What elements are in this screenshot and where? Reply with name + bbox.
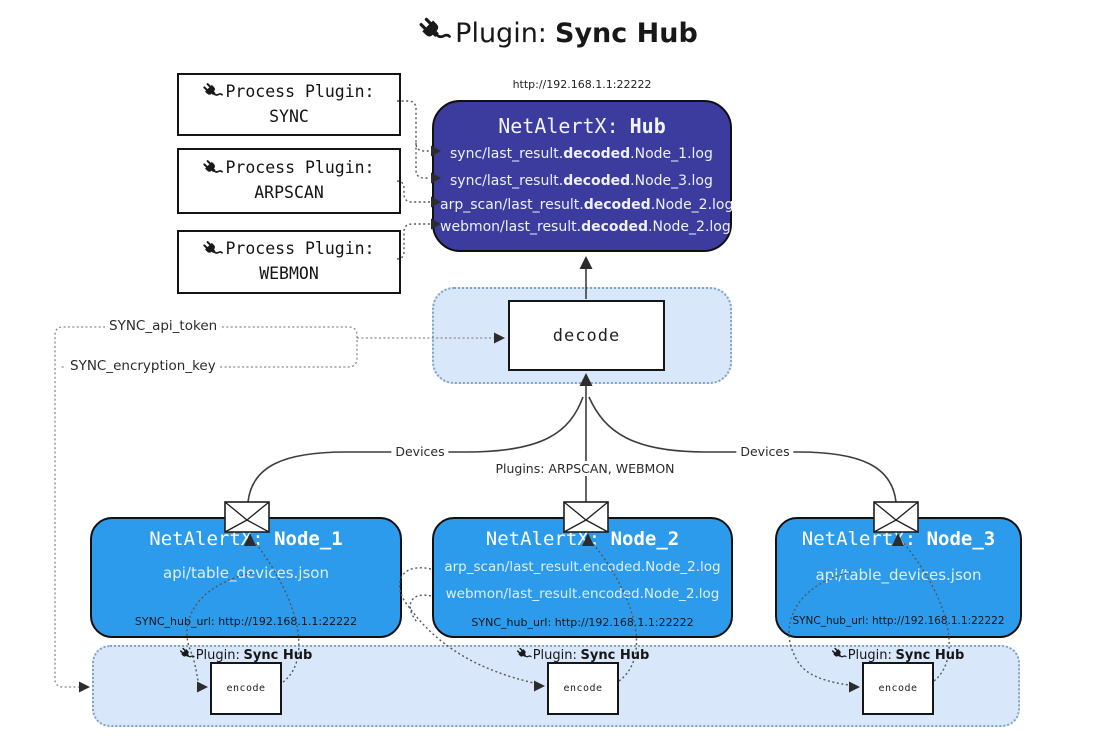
title-name: Sync Hub (555, 18, 698, 49)
edge-sync-to-hub-2 (415, 143, 430, 179)
sync-encryption-key-label: SYNC_encryption_key (66, 358, 220, 374)
process-plugin-webmon: Process Plugin: WEBMON (177, 230, 401, 294)
encoder-label-2: Plugin:Sync Hub (515, 646, 649, 663)
plug-icon (203, 239, 224, 260)
edge-webmon-to-hub (396, 223, 430, 260)
plug-icon (203, 82, 224, 103)
process-plugin-arpscan: Process Plugin: ARPSCAN (177, 148, 401, 214)
node-box-1: NetAlertX:Node_1 api/table_devices.json … (90, 517, 402, 638)
title-prefix: Plugin: (455, 18, 547, 49)
node-file: arp_scan/last_result.encoded.Node_2.log (444, 559, 721, 575)
edge-arpscan-to-hub (396, 180, 430, 203)
edge-node2-file2-to-encode (409, 594, 432, 624)
hub-file-line: webmon/last_result.decoded.Node_2.log (440, 219, 731, 235)
hub-file-line: sync/last_result.decoded.Node_3.log (450, 173, 713, 189)
page-title: Plugin: Sync Hub (0, 14, 1117, 49)
encode-box-2: encode (547, 662, 619, 715)
process-plugin-name: WEBMON (259, 264, 319, 283)
plug-icon (830, 646, 847, 663)
node-hub-url: SYNC_hub_url: http://192.168.1.1:22222 (134, 615, 358, 628)
plug-icon (515, 646, 532, 663)
node-title: NetAlertX:Node_3 (801, 528, 996, 550)
encode-box-3: encode (862, 662, 934, 715)
edge-label-plugins: Plugins: ARPSCAN, WEBMON (491, 461, 679, 476)
edge-sync-to-hub-1 (397, 100, 430, 152)
hub-title: NetAlertX:Hub (498, 114, 666, 138)
process-plugin-name: ARPSCAN (254, 183, 324, 202)
node-title: NetAlertX:Node_2 (485, 528, 680, 550)
node-title: NetAlertX:Node_1 (149, 528, 343, 550)
process-plugin-sync: Process Plugin: SYNC (177, 73, 401, 136)
plug-icon (203, 158, 224, 179)
encoder-label-3: Plugin:Sync Hub (830, 646, 964, 663)
decode-box: decode (508, 300, 665, 371)
process-plugin-label: Process Plugin: (225, 81, 375, 101)
node-file: webmon/last_result.encoded.Node_2.log (445, 586, 720, 602)
node-file: api/table_devices.json (163, 564, 329, 582)
edge-label-devices-left: Devices (391, 444, 449, 459)
edge-label-devices-right: Devices (736, 444, 794, 459)
node-box-3: NetAlertX:Node_3 api/table_devices.json … (775, 517, 1022, 638)
node-file: api/table_devices.json (815, 566, 982, 584)
encode-box-1: encode (210, 662, 282, 715)
hub-file-line: arp_scan/last_result.decoded.Node_2.log (440, 197, 734, 213)
hub-url: http://192.168.1.1:22222 (512, 78, 652, 91)
plug-icon (417, 14, 452, 49)
hub-box: NetAlertX:Hub sync/last_result.decoded.N… (432, 100, 734, 252)
encoder-label-1: Plugin:Sync Hub (178, 646, 312, 663)
node-box-2: NetAlertX:Node_2 arp_scan/last_result.en… (432, 517, 733, 638)
plug-icon (178, 646, 195, 663)
node-hub-url: SYNC_hub_url: http://192.168.1.1:22222 (471, 616, 694, 629)
hub-file-line: sync/last_result.decoded.Node_1.log (450, 146, 713, 162)
process-plugin-label: Process Plugin: (225, 239, 375, 259)
process-plugin-label: Process Plugin: (225, 158, 375, 178)
sync-api-token-label: SYNC_api_token (105, 318, 222, 334)
process-plugin-name: SYNC (269, 106, 309, 126)
node-hub-url: SYNC_hub_url: http://192.168.1.1:22222 (792, 615, 1005, 627)
